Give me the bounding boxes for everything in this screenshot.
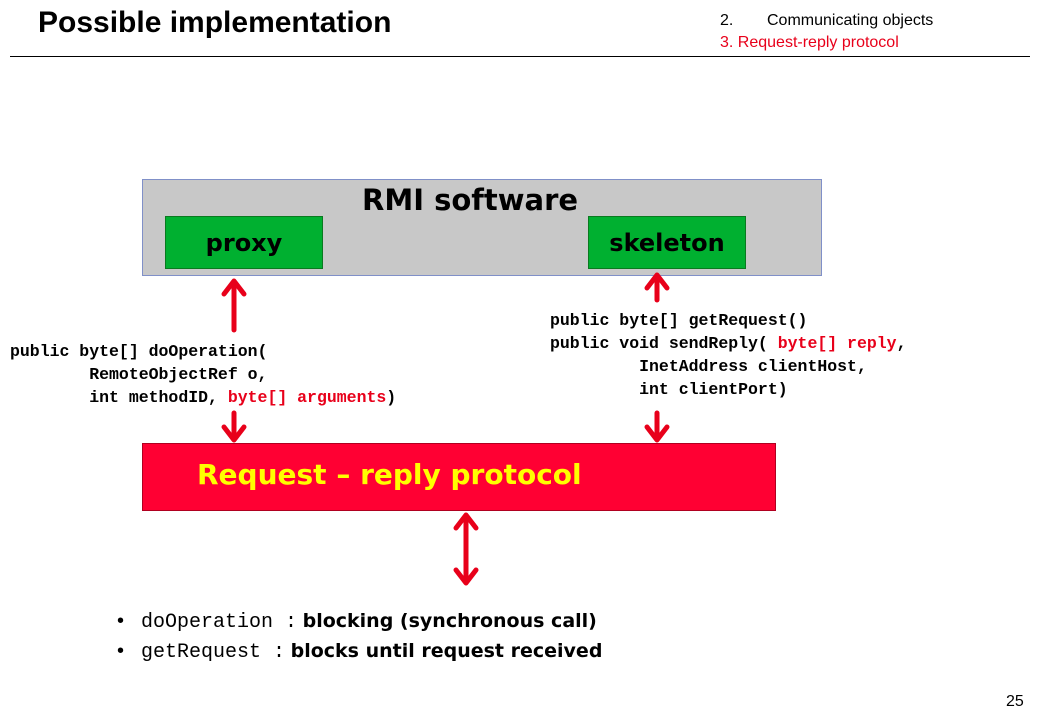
do-operation-signature: public byte[] doOperation( RemoteObjectR…	[10, 340, 396, 409]
note-code: getRequest :	[141, 641, 286, 664]
slide-title: Possible implementation	[38, 6, 392, 39]
code-line: InetAddress clientHost,	[550, 357, 867, 376]
proxy-box: proxy	[165, 216, 323, 269]
bullet-icon: •	[117, 640, 125, 662]
note-text: blocks until request received	[290, 640, 603, 662]
section-nav-subitem: 3. Request-reply protocol	[720, 34, 899, 51]
code-highlight: byte[] reply	[777, 334, 897, 353]
request-reply-protocol-box	[142, 443, 776, 511]
note-code: doOperation :	[141, 611, 298, 634]
skeleton-down-arrow	[644, 410, 670, 443]
section-nav-item: 2. Communicating objects	[720, 10, 933, 32]
code-segment: )	[386, 388, 397, 407]
code-line: int clientPort)	[550, 380, 788, 399]
notes-list: • doOperation : blocking (synchronous cal…	[117, 607, 602, 667]
request-reply-protocol-label: Request – reply protocol	[197, 458, 582, 491]
section-nav-label: Communicating objects	[767, 12, 934, 29]
skeleton-label: skeleton	[609, 228, 725, 257]
page-number: 25	[1006, 693, 1024, 710]
code-line: int methodID, byte[] arguments)	[10, 386, 396, 409]
proxy-up-arrow	[221, 278, 247, 333]
code-segment: ,	[896, 334, 907, 353]
code-segment: int methodID,	[10, 388, 228, 407]
skeleton-box: skeleton	[588, 216, 746, 269]
rmi-software-label: RMI software	[362, 183, 579, 217]
code-highlight: byte[] arguments	[227, 388, 387, 407]
skeleton-up-arrow	[644, 272, 670, 303]
section-nav-number: 2.	[720, 12, 734, 29]
code-line: public byte[] getRequest()	[550, 311, 808, 330]
code-line: public byte[] doOperation(	[10, 342, 268, 361]
bullet-icon: •	[117, 610, 125, 632]
note-text: blocking (synchronous call)	[302, 610, 597, 632]
section-nav: 2. Communicating objects 3. Request-reply…	[720, 10, 933, 54]
get-request-signature: public byte[] getRequest() public void se…	[550, 309, 906, 401]
code-line: public void sendReply( byte[] reply,	[550, 332, 906, 355]
proxy-down-arrow	[221, 410, 247, 443]
list-item: • doOperation : blocking (synchronous cal…	[117, 607, 602, 637]
code-line: RemoteObjectRef o,	[10, 365, 268, 384]
code-segment: public void sendReply(	[550, 334, 778, 353]
title-divider	[10, 56, 1030, 57]
proxy-label: proxy	[205, 228, 283, 257]
network-double-arrow	[453, 512, 479, 586]
list-item: • getRequest : blocks until request recei…	[117, 637, 602, 667]
